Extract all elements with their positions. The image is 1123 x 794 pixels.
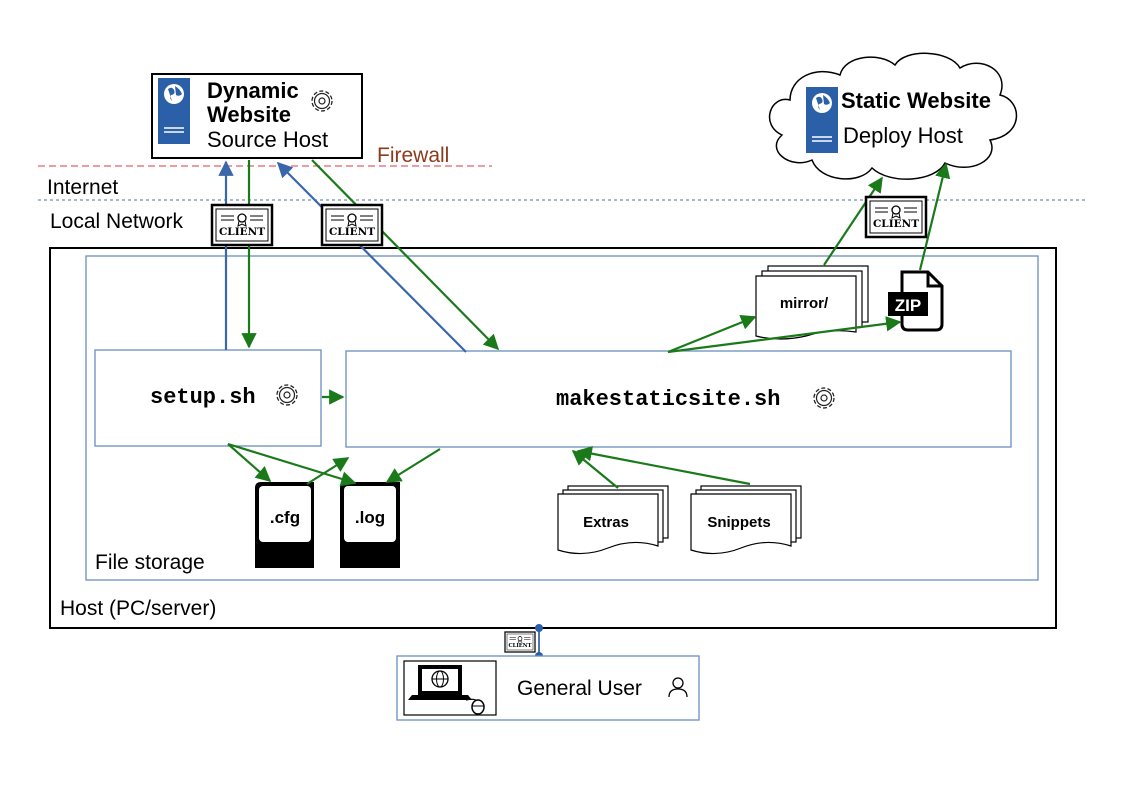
log-file-label: .log: [355, 508, 385, 527]
log-file: .log: [340, 482, 400, 568]
user-icon: [668, 677, 688, 698]
snippets-to-makestaticsite-arrow: [576, 446, 751, 486]
host-label: Host (PC/server): [60, 597, 216, 620]
connector-node: [535, 624, 543, 632]
static-host-subtitle: Deploy Host: [843, 123, 963, 148]
certificate-label: CLIENT: [219, 226, 265, 238]
certificate-label: CLIENT: [329, 226, 375, 238]
extras-label: Extras: [583, 514, 629, 531]
zip-to-deploy-arrow: [918, 162, 951, 271]
gear-icon: [276, 384, 298, 406]
makestaticsite-to-source-arrow: [276, 161, 467, 353]
certificate-icon: CLIENT: [864, 195, 928, 239]
dynamic-host-title-line2: Website: [207, 102, 291, 127]
snippets-folder: Snippets: [690, 485, 802, 555]
setup-to-log-arrow: [227, 442, 357, 487]
certificate-label: CLIENT: [508, 643, 531, 649]
mirror-to-deploy-arrow: [823, 176, 883, 266]
host-box: [49, 247, 1057, 629]
general-user: General User: [396, 655, 700, 721]
certificate-icon: CLIENT: [210, 203, 274, 247]
static-host-title: Static Website: [841, 88, 991, 113]
server-icon: [805, 86, 839, 154]
static-website-host: Static Website Deploy Host: [768, 52, 1018, 180]
snippets-label: Snippets: [707, 514, 770, 531]
zip-label: ZIP: [895, 296, 921, 315]
local-network-label: Local Network: [50, 210, 184, 233]
dynamic-website-host: Dynamic Website Source Host: [151, 73, 363, 159]
certificate-label: CLIENT: [873, 218, 919, 230]
zip-icon: ZIP: [888, 270, 944, 332]
extras-folder: Extras: [557, 485, 669, 555]
mirror-folder: mirror/: [755, 265, 869, 340]
cfg-to-makestaticsite-arrow: [306, 457, 350, 485]
dynamic-host-title-line1: Dynamic: [207, 78, 299, 103]
makestaticsite-to-zip-arrow: [667, 316, 902, 354]
gear-icon: [813, 387, 835, 409]
mirror-folder-label: mirror/: [780, 295, 829, 312]
server-icon: [157, 77, 191, 145]
gear-icon: [311, 90, 333, 112]
makestaticsite-script-label: makestaticsite.sh: [556, 387, 780, 412]
file-storage-label: File storage: [95, 551, 205, 574]
cfg-file-label: .cfg: [270, 508, 300, 527]
firewall-label: Firewall: [377, 144, 449, 167]
makestaticsite-script-box: [345, 350, 1012, 448]
setup-to-cfg-arrow: [227, 443, 272, 483]
certificate-icon: CLIENT: [320, 203, 384, 247]
certificate-icon: CLIENT: [504, 631, 536, 653]
makestaticsite-to-log-arrow: [385, 448, 441, 483]
makestaticsite-to-mirror-arrow: [667, 315, 757, 354]
file-storage-box: [85, 255, 1039, 581]
dynamic-host-subtitle: Source Host: [207, 127, 328, 152]
cfg-file: .cfg: [255, 482, 314, 568]
general-user-label: General User: [517, 677, 642, 700]
source-to-makestaticsite-arrow: [311, 159, 500, 351]
internet-label: Internet: [47, 176, 118, 199]
setup-script-label: setup.sh: [150, 385, 256, 410]
computer-icon: [408, 665, 485, 715]
